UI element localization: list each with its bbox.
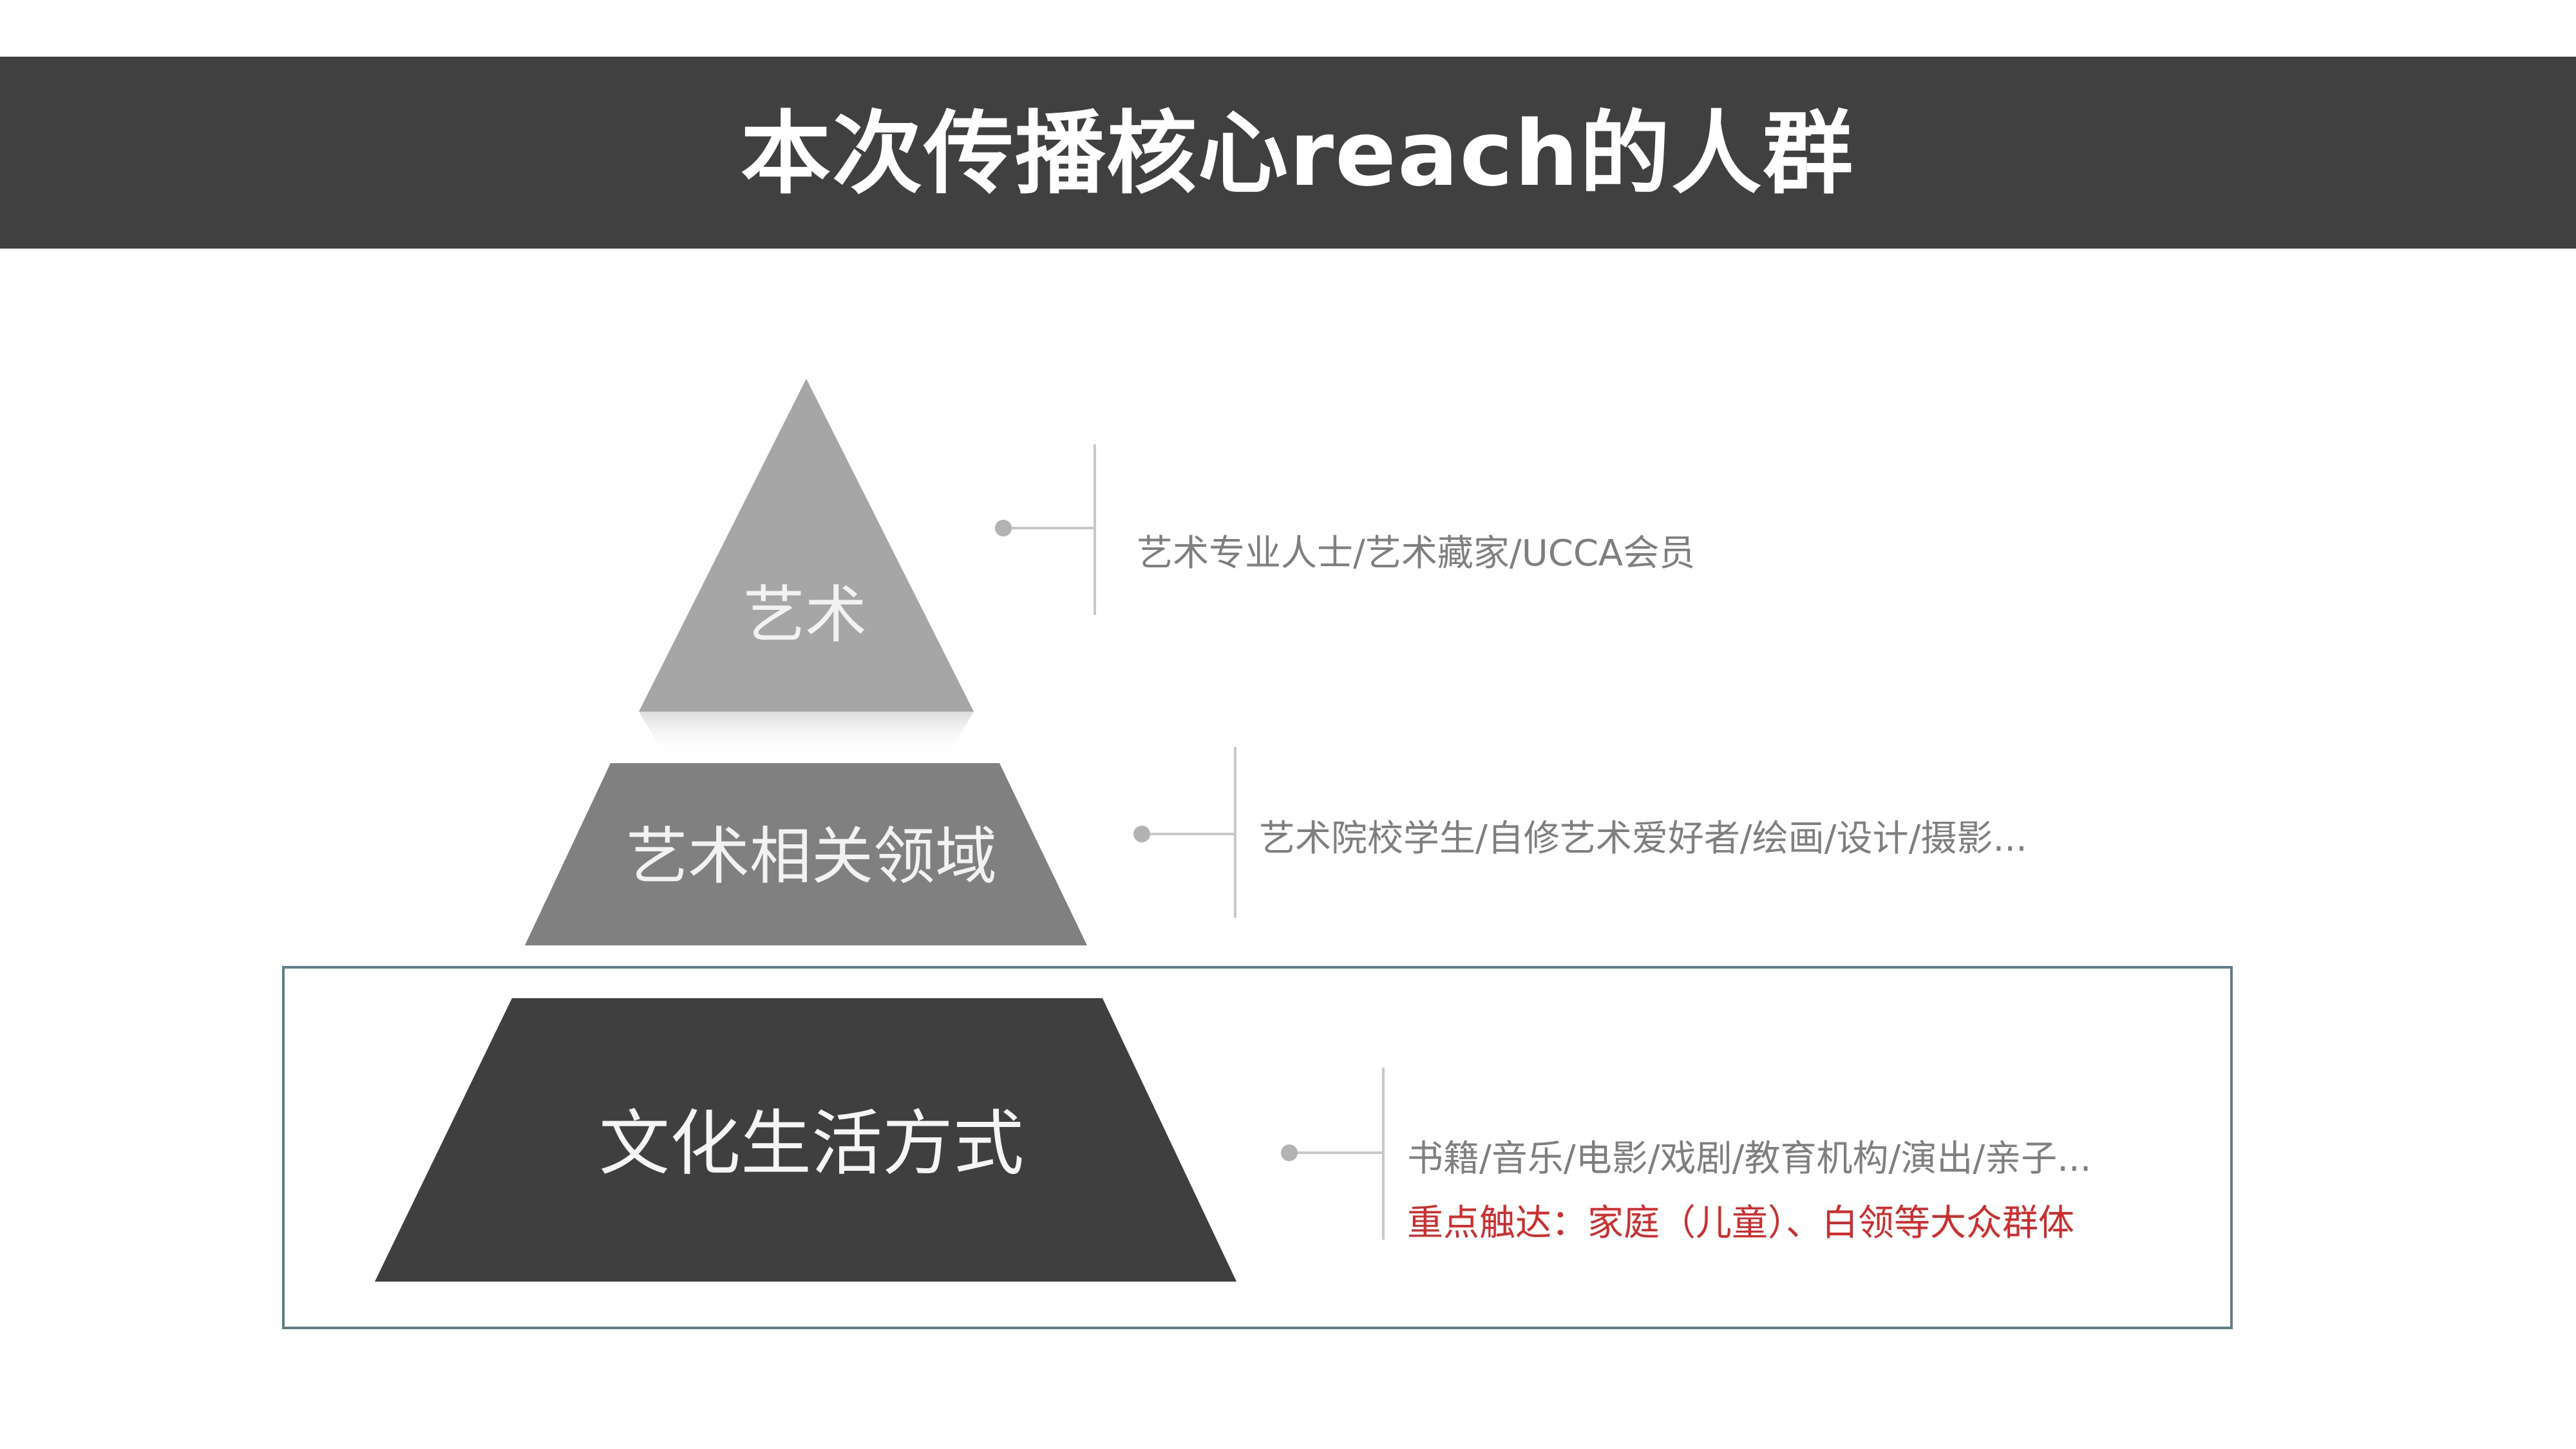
tier-label-culture-lifestyle: 文化生活方式 — [599, 1103, 1024, 1185]
pyramid-tier-middle — [525, 763, 1087, 945]
page-title: 本次传播核心reach的人群 — [741, 102, 1855, 207]
connector-bottom — [1281, 1068, 1385, 1240]
tier-description-culture-lifestyle: 书籍/音乐/电影/戏剧/教育机构/演出/亲子... — [1407, 1138, 2092, 1180]
connector-middle — [1133, 747, 1236, 918]
highlight-note: 重点触达：家庭（儿童）、白领等大众群体 — [1407, 1202, 2074, 1244]
tier-label-art: 艺术 — [743, 579, 867, 651]
tier-description-art: 艺术专业人士/艺术藏家/UCCA会员 — [1137, 533, 1696, 574]
pyramid-tier-bottom — [375, 998, 1236, 1282]
highlight-frame — [282, 966, 2233, 1329]
tier-label-art-related: 艺术相关领域 — [626, 820, 997, 893]
title-bar — [0, 57, 2576, 249]
pyramid-tier-top — [639, 379, 974, 712]
pyramid-tier-top-shadow — [639, 712, 974, 757]
connector-top — [995, 444, 1096, 615]
tier-description-art-related: 艺术院校学生/自修艺术爱好者/绘画/设计/摄影... — [1259, 818, 2027, 860]
